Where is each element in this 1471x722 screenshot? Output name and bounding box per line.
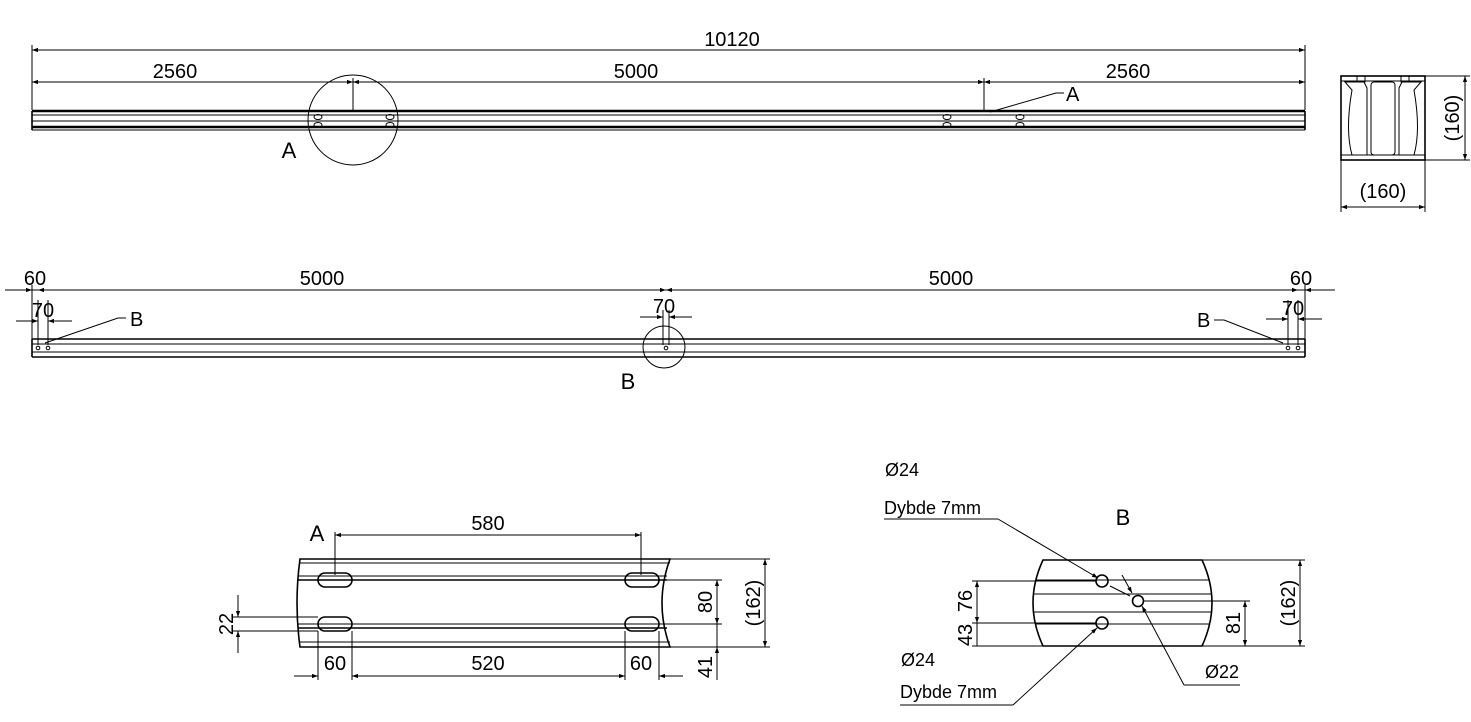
cross-section: (160) (160) (1340, 75, 1470, 212)
detail-a-marker: A (282, 138, 297, 163)
detail-a-bottom-offset-label: 41 (695, 656, 717, 678)
side-view: 60 5000 5000 60 70 70 70 B B B (5, 268, 1335, 394)
detail-a-bottom-span-label: 520 (471, 653, 504, 675)
left-length-label: 2560 (153, 61, 198, 83)
detail-b-upper-spacing-label: 76 (955, 590, 977, 612)
detail-b-bottom-diameter: Ø24 (901, 650, 935, 670)
section-width-label: (160) (1360, 181, 1407, 203)
detail-a-right-offset-label: 60 (630, 653, 652, 675)
top-view: 10120 2560 5000 2560 A A (31, 29, 1306, 166)
detail-b: B Ø24 Dybde 7mm 76 43 (162) 81 (884, 460, 1305, 706)
detail-b-bottom-depth: Dybde 7mm (900, 682, 997, 702)
detail-b-title: B (1116, 505, 1131, 530)
side-right-span-label: 5000 (929, 268, 974, 290)
side-center-hole-label: 70 (653, 296, 675, 318)
detail-a-row-spacing-label: 80 (695, 591, 717, 613)
right-length-label: 2560 (1106, 61, 1151, 83)
side-left-span-label: 5000 (300, 268, 345, 290)
detail-b-lower-spacing-label: 43 (955, 624, 977, 646)
detail-a-left-offset-label: 60 (324, 653, 346, 675)
detail-a-slot-height-label: 22 (216, 613, 238, 635)
detail-b-height-label: (162) (1278, 580, 1300, 627)
overall-length-label: 10120 (704, 29, 760, 51)
detail-circle-a (307, 74, 399, 166)
detail-b-hole-bottom (1095, 616, 1109, 630)
side-right-hole-label: 70 (1282, 298, 1304, 320)
detail-a-top-span-label: 580 (471, 513, 504, 535)
detail-b-top-diameter: Ø24 (885, 460, 919, 480)
detail-b-hole-center (1131, 594, 1145, 608)
detail-a-title: A (310, 521, 325, 546)
callout-a-label: A (1066, 84, 1080, 106)
callout-b-right-label: B (1197, 310, 1210, 332)
detail-circle-b (642, 325, 686, 369)
detail-b-hole-top (1095, 574, 1109, 588)
side-right-end-label: 60 (1290, 268, 1312, 290)
detail-a: A 580 (162) 80 41 22 (216, 513, 770, 680)
middle-length-label: 5000 (614, 61, 659, 83)
detail-b-center-offset-label: 81 (1223, 612, 1245, 634)
detail-b-center-diameter: Ø22 (1205, 662, 1239, 682)
side-left-hole-label: 70 (32, 300, 54, 322)
section-height-label: (160) (1442, 95, 1464, 142)
side-left-end-label: 60 (24, 268, 46, 290)
detail-a-height-label: (162) (743, 580, 765, 627)
detail-b-top-depth: Dybde 7mm (884, 498, 981, 518)
callout-b-left-label: B (130, 309, 143, 331)
detail-b-marker: B (621, 369, 636, 394)
